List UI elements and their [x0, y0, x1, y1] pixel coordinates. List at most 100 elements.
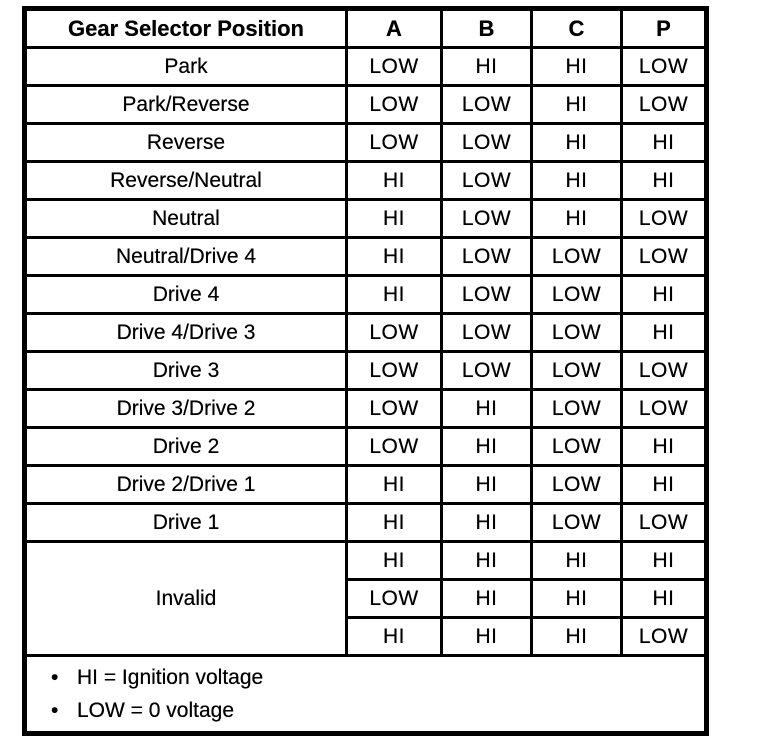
table-row-invalid: LOW HI HI HI — [25, 578, 708, 619]
signal-cell-c: LOW — [530, 236, 623, 277]
signal-cell-c: LOW — [530, 388, 623, 429]
note-hi: • HI = Ignition voltage — [51, 661, 704, 694]
column-header-b: B — [440, 7, 533, 49]
gear-position-cell: Drive 4/Drive 3 — [23, 312, 348, 353]
table-row: Drive 4/Drive 3 LOW LOW LOW HI — [23, 312, 708, 353]
bullet-icon: • — [51, 666, 59, 689]
signal-cell-a: LOW — [345, 46, 443, 87]
table-row: Drive 3/Drive 2 LOW HI LOW LOW — [23, 388, 708, 429]
signal-cell-c: HI — [530, 84, 623, 125]
signal-cell-p: LOW — [620, 502, 708, 543]
signal-cell-p: LOW — [620, 198, 708, 239]
note-low: • LOW = 0 voltage — [51, 694, 704, 727]
gear-position-cell: Drive 2/Drive 1 — [23, 464, 348, 505]
signal-cell-b: HI — [440, 388, 533, 429]
column-header-a: A — [345, 7, 443, 49]
signal-cell-p: HI — [620, 160, 708, 201]
signal-cell-a: LOW — [345, 84, 443, 125]
signal-cell-b: LOW — [440, 198, 533, 239]
signal-cell-p: LOW — [620, 236, 708, 277]
signal-cell-a: HI — [345, 464, 443, 505]
gear-position-cell: Park — [23, 46, 348, 87]
gear-position-cell: Neutral — [23, 198, 348, 239]
signal-cell-c: LOW — [530, 426, 623, 467]
signal-cell-p: HI — [620, 464, 708, 505]
signal-cell-c: HI — [530, 578, 623, 619]
signal-cell-b: LOW — [440, 312, 533, 353]
signal-cell-p: LOW — [620, 388, 708, 429]
signal-cell-b: HI — [440, 46, 533, 87]
signal-cell-a: LOW — [345, 578, 443, 619]
signal-cell-b: HI — [440, 464, 533, 505]
signal-cell-b: HI — [440, 426, 533, 467]
signal-cell-b: HI — [440, 616, 533, 657]
table-row: Neutral/Drive 4 HI LOW LOW LOW — [23, 236, 708, 277]
signal-cell-c: LOW — [530, 350, 623, 391]
signal-cell-b: LOW — [440, 160, 533, 201]
signal-cell-c: HI — [530, 616, 623, 657]
table-row: Drive 3 LOW LOW LOW LOW — [23, 350, 708, 391]
gear-selector-signal-table: Gear Selector Position A B C P Park LOW … — [22, 6, 709, 736]
gear-position-cell: Drive 3 — [23, 350, 348, 391]
table-body: Park LOW HI HI LOW Park/Reverse LOW LOW … — [23, 46, 708, 735]
signal-cell-p: HI — [620, 540, 708, 581]
signal-cell-p: HI — [620, 122, 708, 163]
column-header-gear-selector-position: Gear Selector Position — [23, 7, 348, 49]
signal-cell-a: HI — [345, 198, 443, 239]
signal-cell-a: LOW — [345, 388, 443, 429]
note-low-text: LOW = 0 voltage — [77, 699, 234, 722]
header-row: Gear Selector Position A B C P — [23, 7, 708, 49]
signal-cell-c: LOW — [530, 274, 623, 315]
signal-cell-c: HI — [530, 46, 623, 87]
signal-cell-a: LOW — [345, 122, 443, 163]
signal-cell-p: HI — [620, 274, 708, 315]
signal-cell-c: LOW — [530, 464, 623, 505]
table-row: Drive 4 HI LOW LOW HI — [23, 274, 708, 315]
legend-notes: • HI = Ignition voltage • LOW = 0 voltag… — [23, 654, 708, 735]
signal-cell-c: HI — [530, 160, 623, 201]
table-row: Neutral HI LOW HI LOW — [23, 198, 708, 239]
signal-cell-a: HI — [345, 160, 443, 201]
signal-cell-p: HI — [620, 312, 708, 353]
signal-cell-p: LOW — [620, 46, 708, 87]
signal-cell-b: HI — [440, 540, 533, 581]
signal-cell-c: HI — [530, 540, 623, 581]
signal-cell-b: LOW — [440, 122, 533, 163]
notes-row: • HI = Ignition voltage • LOW = 0 voltag… — [23, 654, 708, 735]
signal-cell-b: LOW — [440, 84, 533, 125]
gear-position-cell: Drive 1 — [23, 502, 348, 543]
signal-cell-b: LOW — [440, 350, 533, 391]
gear-position-cell: Drive 2 — [23, 426, 348, 467]
signal-cell-b: HI — [440, 502, 533, 543]
signal-cell-a: HI — [345, 540, 443, 581]
table-row: Reverse LOW LOW HI HI — [23, 122, 708, 163]
signal-cell-a: LOW — [345, 426, 443, 467]
signal-cell-c: LOW — [530, 502, 623, 543]
gear-position-cell: Drive 4 — [23, 274, 348, 315]
table-row: Drive 2/Drive 1 HI HI LOW HI — [23, 464, 708, 505]
gear-position-cell: Reverse — [23, 122, 348, 163]
column-header-c: C — [530, 7, 623, 49]
note-hi-text: HI = Ignition voltage — [77, 666, 264, 689]
signal-cell-b: LOW — [440, 236, 533, 277]
gear-position-cell: Reverse/Neutral — [23, 160, 348, 201]
signal-cell-a: HI — [345, 616, 443, 657]
gear-position-cell: Park/Reverse — [23, 84, 348, 125]
signal-cell-a: HI — [345, 502, 443, 543]
signal-cell-c: LOW — [530, 312, 623, 353]
signal-cell-b: HI — [440, 578, 533, 619]
gear-position-cell: Drive 3/Drive 2 — [23, 388, 348, 429]
table-row-invalid: HI HI HI LOW — [25, 616, 708, 657]
table-row: Park/Reverse LOW LOW HI LOW — [23, 84, 708, 125]
signal-cell-p: LOW — [620, 350, 708, 391]
signal-cell-p: HI — [620, 426, 708, 467]
table-row: Drive 1 HI HI LOW LOW — [23, 502, 708, 543]
gear-position-cell: Neutral/Drive 4 — [23, 236, 348, 277]
gear-position-cell-invalid: Invalid — [23, 540, 348, 657]
signal-cell-a: HI — [345, 274, 443, 315]
column-header-p: P — [620, 7, 708, 49]
signal-cell-a: LOW — [345, 312, 443, 353]
table-row: Reverse/Neutral HI LOW HI HI — [23, 160, 708, 201]
signal-cell-p: LOW — [620, 616, 708, 657]
signal-cell-p: HI — [620, 578, 708, 619]
